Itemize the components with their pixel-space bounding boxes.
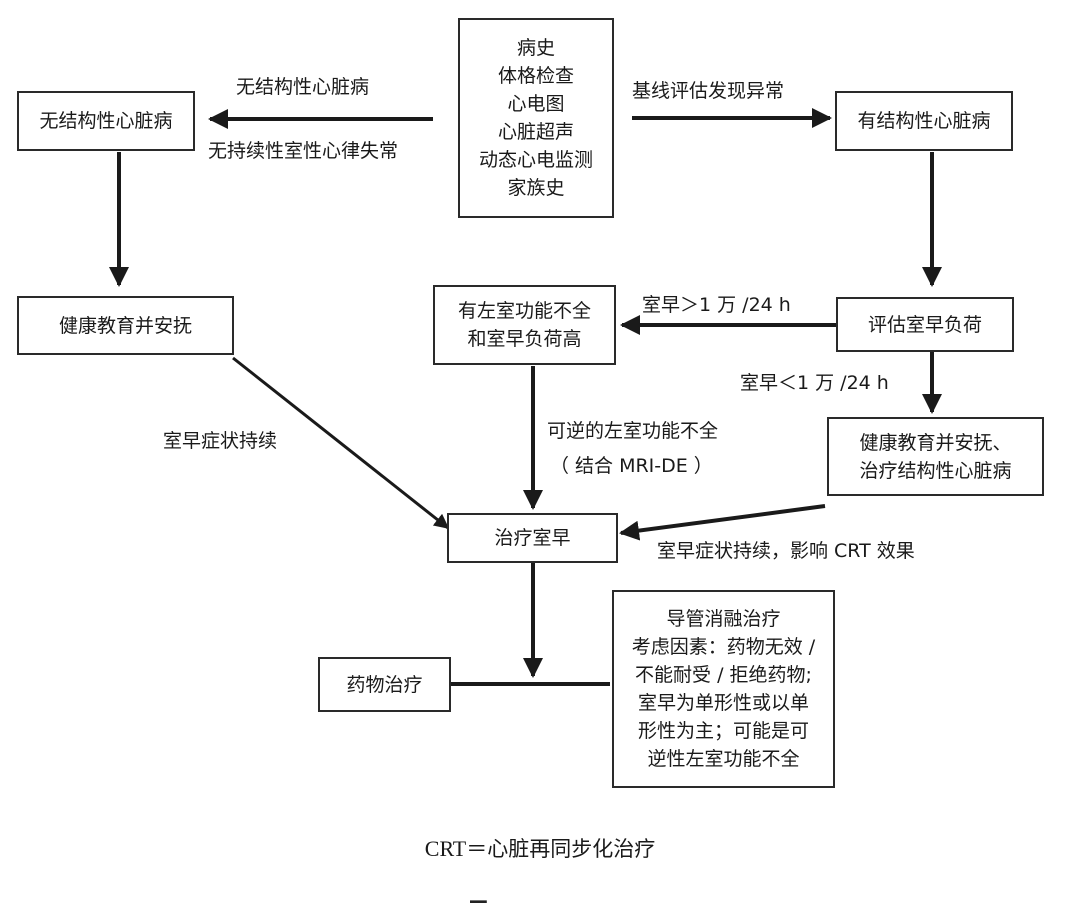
label-with-mri-de: （ 结合 MRI-DE ） [550, 455, 713, 477]
ablation-line-3: 不能耐受 / 拒绝药物; [635, 664, 812, 686]
caption-abbreviation: CRT [424, 836, 467, 861]
ablation-line-1: 导管消融治疗 [666, 608, 781, 630]
box-health-education-left: 健康教育并安抚 [17, 296, 234, 355]
box-lv-dysfunction: 有左室功能不全 和室早负荷高 [433, 285, 616, 365]
edu-right-line-2: 治疗结构性心脏病 [859, 459, 1012, 482]
box-assess-pvc-burden: 评估室早负荷 [836, 297, 1014, 352]
structural-line-1: 有结构性心脏病 [857, 110, 991, 132]
eval-line-5: 动态心电监测 [478, 149, 593, 171]
cropped-text-fragment: ▬ ▂▃▂▃ [468, 893, 638, 903]
lv-line-1: 有左室功能不全 [457, 300, 591, 322]
box-catheter-ablation: 导管消融治疗 考虑因素：药物无效 / 不能耐受 / 拒绝药物; 室早为单形性或以… [612, 590, 835, 788]
label-no-structural: 无结构性心脏病 [236, 76, 370, 98]
label-reversible-lv-dysfunction: 可逆的左室功能不全 [547, 420, 719, 442]
eval-line-3: 心电图 [507, 93, 565, 115]
box-drug-therapy: 药物治疗 [318, 657, 451, 712]
box-health-education-right: 健康教育并安抚、 治疗结构性心脏病 [827, 417, 1044, 496]
box-structural-heart-disease: 有结构性心脏病 [835, 91, 1013, 151]
eval-line-2: 体格检查 [497, 65, 574, 87]
eval-line-1: 病史 [516, 37, 555, 59]
ablation-line-5: 形性为主；可能是可 [637, 720, 809, 742]
box-treat-pvc: 治疗室早 [447, 513, 618, 563]
assess-line-1: 评估室早负荷 [867, 313, 982, 336]
edu-right-line-1: 健康教育并安抚、 [859, 431, 1012, 454]
eval-line-6: 家族史 [507, 177, 565, 199]
ablation-line-4: 室早为单形性或以单 [637, 692, 809, 714]
label-symptoms-persist: 室早症状持续 [163, 430, 278, 452]
caption-definition: ＝心脏再同步化治疗 [466, 837, 656, 861]
eval-line-4: 心脏超声 [497, 121, 574, 143]
box-no-structural-heart-disease: 无结构性心脏病 [17, 91, 195, 151]
label-symptoms-affect-crt: 室早症状持续，影响 CRT 效果 [657, 540, 915, 562]
box-initial-evaluation: 病史 体格检查 心电图 心脏超声 动态心电监测 家族史 [458, 18, 614, 218]
ablation-line-6: 逆性左室功能不全 [647, 748, 800, 770]
arrow-edu-right-to-treat [619, 504, 826, 541]
label-baseline-abnormal: 基线评估发现异常 [632, 80, 785, 102]
label-no-sustained-arrhythmia: 无持续性室性心律失常 [208, 140, 399, 162]
label-pvc-high-burden: 室早＞1 万 /24 h [642, 294, 791, 316]
treat-line-1: 治疗室早 [494, 527, 571, 549]
no-structural-line-1: 无结构性心脏病 [39, 110, 173, 132]
label-pvc-low-burden: 室早＜1 万 /24 h [740, 372, 889, 394]
arrow-edu-left-to-treat [232, 356, 450, 530]
edu-left-line-1: 健康教育并安抚 [58, 314, 192, 337]
drug-line-1: 药物治疗 [346, 673, 423, 696]
ablation-line-2: 考虑因素：药物无效 / [631, 636, 816, 658]
lv-line-2: 和室早负荷高 [467, 328, 582, 350]
caption: CRT＝心脏再同步化治疗 [0, 833, 1080, 863]
